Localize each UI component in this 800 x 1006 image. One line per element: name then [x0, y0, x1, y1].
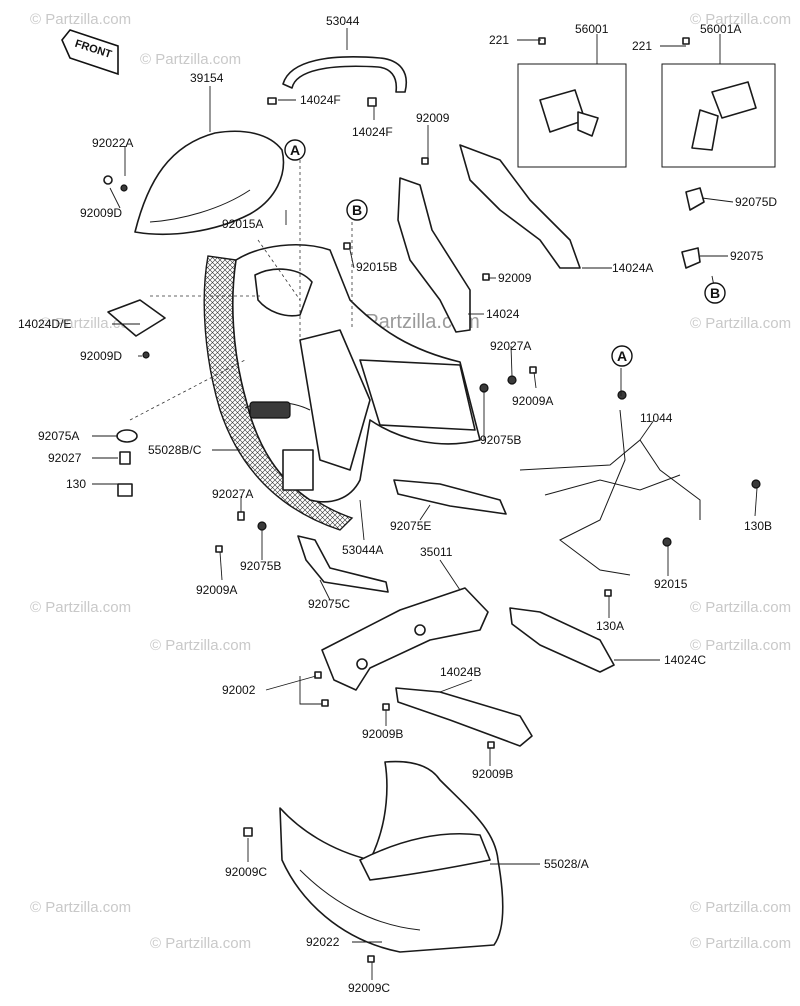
part-56001-mirror — [517, 37, 627, 168]
label-130A: 130A — [596, 619, 624, 633]
label-92075B-2: 92075B — [240, 559, 281, 573]
watermark-top-left: © Partzilla.com — [30, 11, 131, 28]
marker-b-circle-right — [704, 282, 726, 304]
marker-a-circle-right — [611, 345, 633, 367]
label-14024C: 14024C — [664, 653, 706, 667]
label-14024F-2: 14024F — [352, 125, 393, 139]
watermark-left-3: © Partzilla.com — [150, 637, 251, 654]
label-92009A-2: 92009A — [196, 583, 237, 597]
watermark-bottom-left-2: © Partzilla.com — [150, 935, 251, 952]
label-92075B-1: 92075B — [480, 433, 521, 447]
watermark-bottom-right: © Partzilla.com — [690, 899, 791, 916]
watermark-right-3: © Partzilla.com — [690, 637, 791, 654]
front-arrow-icon — [61, 29, 119, 76]
watermark-bottom-right-2: © Partzilla.com — [690, 935, 791, 952]
label-92009B-1: 92009B — [362, 727, 403, 741]
part-11044-bracket-frame — [519, 390, 761, 576]
label-130: 130 — [66, 477, 86, 491]
part-39154-windscreen — [103, 130, 285, 236]
part-53044-stay — [267, 56, 407, 107]
watermark-bottom-left: © Partzilla.com — [30, 899, 131, 916]
marker-b-label-right: B — [710, 285, 720, 301]
label-92022: 92022 — [306, 935, 340, 949]
label-53044A: 53044A — [342, 543, 383, 557]
part-92075E-strip — [393, 479, 507, 515]
marker-a-label-top: A — [290, 142, 300, 158]
label-56001A: 56001A — [700, 22, 741, 36]
label-56001: 56001 — [575, 22, 609, 36]
label-92009C-1: 92009C — [225, 865, 267, 879]
marker-a-circle-top — [284, 139, 306, 161]
part-14024DE-bracket — [107, 299, 166, 359]
label-14024F-1: 14024F — [300, 93, 341, 107]
parts-rubber-mounts — [116, 429, 138, 497]
label-221-2: 221 — [632, 39, 652, 53]
label-221-1: 221 — [489, 33, 509, 47]
part-labels: 53044 14024F 14024F 39154 92022A 92009D … — [18, 14, 777, 995]
watermark-top-right: © Partzilla.com — [690, 11, 791, 28]
part-14024-inner-panel — [397, 144, 581, 333]
label-35011: 35011 — [420, 545, 453, 559]
parts-screws — [215, 157, 612, 963]
part-55028A-lower-cowl — [279, 760, 504, 953]
marker-b-label-top: B — [352, 202, 362, 218]
label-92009B-2: 92009B — [472, 767, 513, 781]
front-direction-tag: FRONT — [61, 29, 119, 76]
part-56001A-mirror — [661, 37, 776, 168]
watermark-top-mid: © Partzilla.com — [140, 51, 241, 68]
part-92075-bracket — [681, 247, 701, 269]
watermark-right-1: © Partzilla.com — [690, 315, 791, 332]
label-55028A: 55028/A — [544, 857, 589, 871]
label-11044: 11044 — [640, 411, 673, 425]
marker-a-label-right: A — [617, 348, 627, 364]
label-92075A: 92075A — [38, 429, 79, 443]
label-92027A-1: 92027A — [490, 339, 531, 353]
label-92009C-2: 92009C — [348, 981, 390, 995]
watermark-left-2: © Partzilla.com — [30, 599, 131, 616]
part-55028BC-upper-cowl — [203, 244, 481, 531]
label-92075C: 92075C — [308, 597, 350, 611]
label-92015A: 92015A — [222, 217, 263, 231]
label-39154: 39154 — [190, 71, 224, 85]
label-92009-1: 92009 — [416, 111, 450, 125]
label-14024: 14024 — [486, 307, 520, 321]
label-14024DE: 14024D/E — [18, 317, 71, 331]
label-92002: 92002 — [222, 683, 256, 697]
circle-markers: A B B A — [284, 139, 726, 367]
mirror-box-right — [661, 63, 776, 168]
leader-lines — [92, 28, 758, 980]
marker-b-circle-top — [346, 199, 368, 221]
label-92075E: 92075E — [390, 519, 431, 533]
label-92022A: 92022A — [92, 136, 133, 150]
label-14024B: 14024B — [440, 665, 481, 679]
label-92015: 92015 — [654, 577, 688, 591]
mirror-box-left — [517, 63, 627, 168]
label-92015B: 92015B — [356, 260, 397, 274]
label-92075: 92075 — [730, 249, 764, 263]
label-130B: 130B — [744, 519, 772, 533]
reference-lines — [129, 160, 353, 421]
part-14024C-panel — [509, 607, 615, 673]
label-92075D: 92075D — [735, 195, 777, 209]
label-53044: 53044 — [326, 14, 360, 28]
part-92075D-bracket — [685, 187, 705, 211]
label-92009D-1: 92009D — [80, 206, 122, 220]
label-92009-2: 92009 — [498, 271, 532, 285]
label-92009D-2: 92009D — [80, 349, 122, 363]
label-14024A: 14024A — [612, 261, 653, 275]
label-55028BC: 55028B/C — [148, 443, 202, 457]
label-92009A-1: 92009A — [512, 394, 553, 408]
part-92075C-strip — [297, 535, 389, 593]
label-92027A-2: 92027A — [212, 487, 253, 501]
part-35011-stay — [321, 587, 489, 691]
part-14024B-panel — [395, 687, 533, 747]
label-92027: 92027 — [48, 451, 82, 465]
watermark-right-2: © Partzilla.com — [690, 599, 791, 616]
